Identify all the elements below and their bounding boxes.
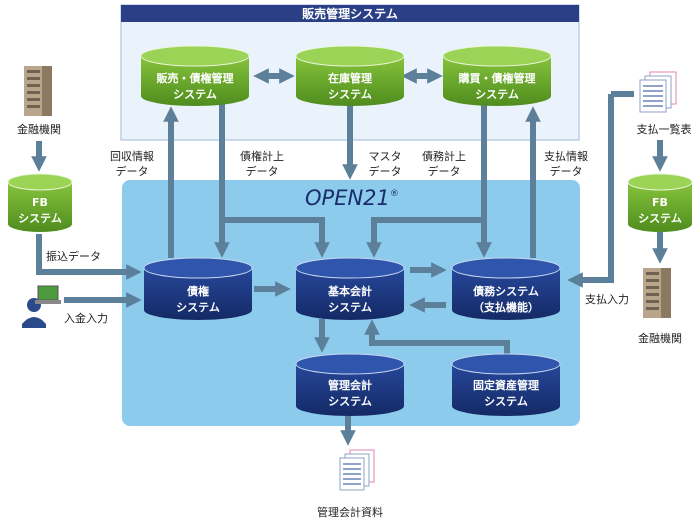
sales-management-header (121, 5, 579, 22)
arrow-fixed-assets-to-gl (364, 319, 510, 356)
master-data-label-2: データ (369, 164, 402, 178)
receivables-system: 債権 システム (143, 257, 253, 320)
mgmt-report-document-icon (339, 449, 375, 491)
user-pc-icon (22, 285, 61, 328)
payment-input-label: 支払入力 (585, 292, 629, 306)
fixed-assets-label-2: システム (484, 395, 528, 408)
payment-list-document-icon (639, 71, 677, 113)
receivables-label-2: システム (176, 301, 220, 314)
payables-label-1: 債務システム (472, 284, 539, 298)
bank-right-label: 金融機関 (638, 331, 682, 345)
payables-system: 債務システム （支払機能） (451, 257, 561, 320)
management-accounting-system: 管理会計 システム (295, 353, 405, 416)
sales-ar-label-2: システム (173, 88, 217, 101)
purchase-ap-label-1: 購買・債権管理 (458, 71, 536, 85)
fb-right-label-1: FB (652, 196, 668, 209)
arrow-payment-input (567, 94, 614, 288)
fb-left-label-2: システム (18, 212, 62, 225)
inventory-system: 在庫管理 システム (295, 45, 405, 106)
fb-right-label-2: システム (638, 212, 682, 225)
bank-left-label: 金融機関 (17, 122, 61, 136)
fixed-assets-label-1: 固定資産管理 (473, 378, 539, 392)
fixed-assets-system: 固定資産管理 システム (451, 353, 561, 416)
receivable-posting-label-2: データ (246, 164, 279, 178)
payment-info-label-2: データ (550, 164, 583, 178)
fb-system-right: FB システム (627, 173, 693, 232)
inventory-label-2: システム (328, 88, 372, 101)
sales-ar-system: 販売・債権管理 システム (140, 45, 250, 106)
arrow-transfer-data (36, 234, 142, 280)
general-ledger-label-1: 基本会計 (327, 284, 372, 298)
receivable-posting-label-1: 債権計上 (240, 149, 284, 163)
master-data-label-1: マスタ (369, 150, 402, 163)
transfer-data-label: 振込データ (46, 249, 101, 263)
arrow-receivable-posting (219, 104, 330, 258)
open21-brand: OPEN21® (305, 186, 399, 210)
general-ledger-system: 基本会計 システム (295, 257, 405, 320)
sales-ar-label-1: 販売・債権管理 (157, 71, 234, 85)
fb-system-left: FB システム (7, 173, 73, 232)
payable-posting-label-2: データ (428, 164, 461, 178)
payment-info-label-1: 支払情報 (544, 149, 588, 163)
deposit-input-label: 入金入力 (64, 311, 108, 325)
collection-info-label-1: 回収情報 (110, 150, 154, 163)
mgmt-accounting-label-2: システム (328, 395, 372, 408)
fb-left-label-1: FB (32, 196, 48, 209)
bank-building-icon-right (643, 268, 671, 318)
receivables-label-1: 債権 (186, 284, 209, 298)
payables-label-2: （支払機能） (473, 300, 539, 314)
collection-info-label-2: データ (116, 164, 149, 178)
arrow-payable-posting (366, 104, 487, 258)
general-ledger-label-2: システム (328, 301, 372, 314)
bank-building-icon-left (24, 66, 52, 116)
purchase-ap-label-2: システム (475, 88, 519, 101)
flow-arrows (31, 68, 668, 446)
payable-posting-label-1: 債務計上 (422, 149, 466, 163)
payment-list-label: 支払一覧表 (637, 122, 692, 136)
inventory-label-1: 在庫管理 (328, 71, 372, 85)
mgmt-report-label: 管理会計資料 (317, 505, 383, 519)
purchase-ap-system: 購買・債権管理 システム (442, 45, 552, 106)
mgmt-accounting-label-1: 管理会計 (328, 378, 372, 392)
sales-management-title: 販売管理システム (302, 6, 398, 21)
